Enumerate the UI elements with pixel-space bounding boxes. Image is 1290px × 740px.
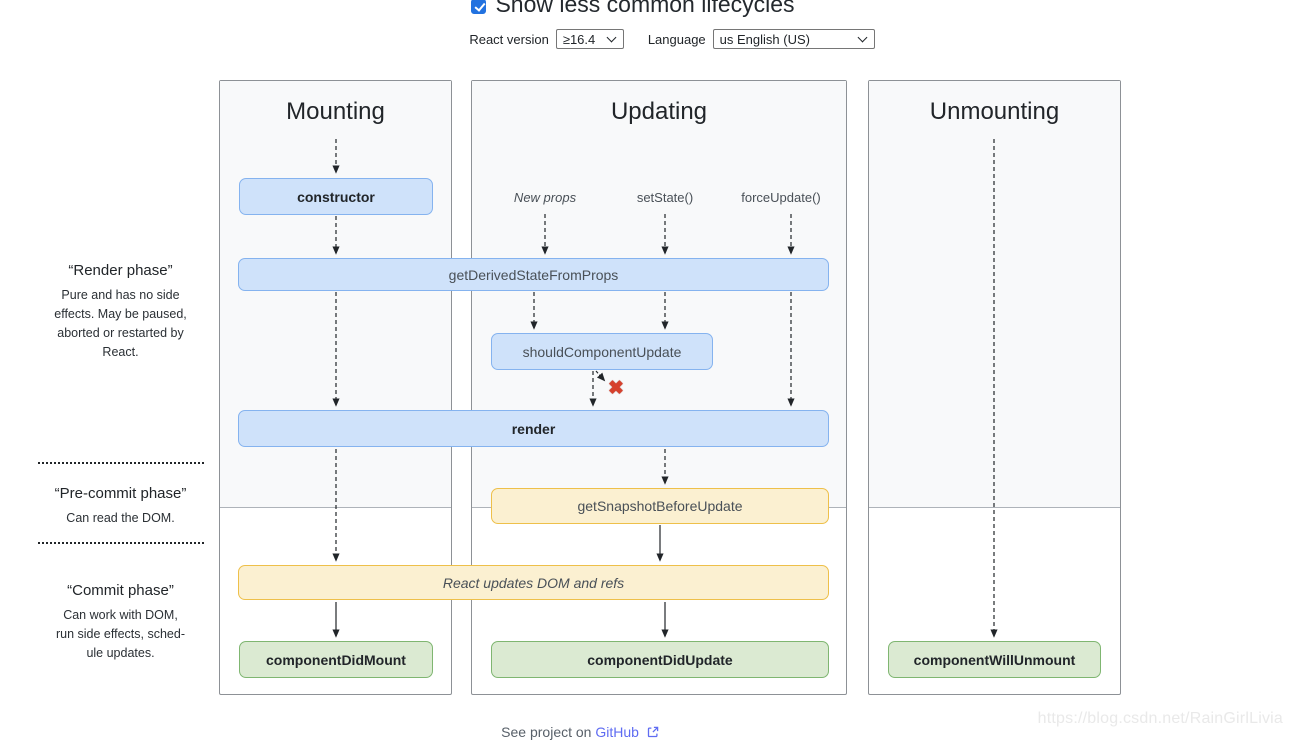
language-select[interactable]: us English (US) [712,29,875,49]
watermark: https://blog.csdn.net/RainGirlLivia [1037,710,1283,727]
trigger-set-state: setState() [636,190,694,205]
render-phase-section [869,81,1120,508]
phase-description: Can read the DOM. [66,511,175,525]
column-title-updating: Updating [610,98,708,125]
phase-description: Can work with DOM, run side effects, sch… [55,608,185,660]
phase-divider [38,542,204,544]
node-get-snapshot-before-update[interactable]: getSnapshotBeforeUpdate [491,488,829,524]
external-link-icon [647,726,659,738]
phase-divider [38,462,204,464]
react-version-value: ≥16.4 [562,31,596,47]
react-version-select[interactable]: ≥16.4 [555,29,624,49]
node-react-updates-dom: React updates DOM and refs [238,565,829,600]
show-less-checkbox[interactable] [471,0,487,14]
controls-row: React version ≥16.4 Language us English … [27,29,1290,49]
node-component-will-unmount[interactable]: componentWillUnmount [888,641,1101,678]
node-get-derived-state-from-props[interactable]: getDerivedStateFromProps [238,258,829,291]
column-mounting: Mounting [219,80,452,695]
column-unmounting: Unmounting [868,80,1121,695]
language-label: Language [647,31,706,47]
trigger-new-props: New props [513,190,577,205]
node-component-did-mount[interactable]: componentDidMount [239,641,433,678]
column-updating: Updating [471,80,847,695]
node-component-did-update[interactable]: componentDidUpdate [491,641,829,678]
column-title-unmounting: Unmounting [929,98,1060,125]
node-constructor[interactable]: constructor [239,178,433,215]
chevron-down-icon [606,32,617,43]
phase-title: “Commit phase” [67,582,174,599]
github-link[interactable]: GitHub [595,724,639,740]
node-render[interactable]: render [238,410,829,447]
trigger-force-update: forceUpdate() [741,190,821,205]
phase-title: “Render phase” [68,262,173,279]
node-should-component-update[interactable]: shouldComponentUpdate [491,333,713,370]
render-phase-label: “Render phase” Pure and has no side effe… [30,262,211,362]
show-less-heading: Show less common lifecycles [0,0,1278,18]
show-less-label[interactable]: Show less common lifecycles [495,0,795,17]
commit-phase-label: “Commit phase” Can work with DOM, run si… [30,582,211,663]
language-value: us English (US) [719,31,810,47]
pre-commit-phase-label: “Pre-commit phase” Can read the DOM. [30,485,211,528]
false-x-icon: ✖ [608,378,624,399]
phase-description: Pure and has no side effects. May be pau… [54,288,187,359]
footer: See project on GitHub [0,724,1225,740]
chevron-down-icon [857,32,868,43]
react-version-label: React version [469,31,549,47]
column-title-mounting: Mounting [286,98,385,125]
footer-text: See project on [501,724,592,740]
phase-title: “Pre-commit phase” [54,485,187,502]
